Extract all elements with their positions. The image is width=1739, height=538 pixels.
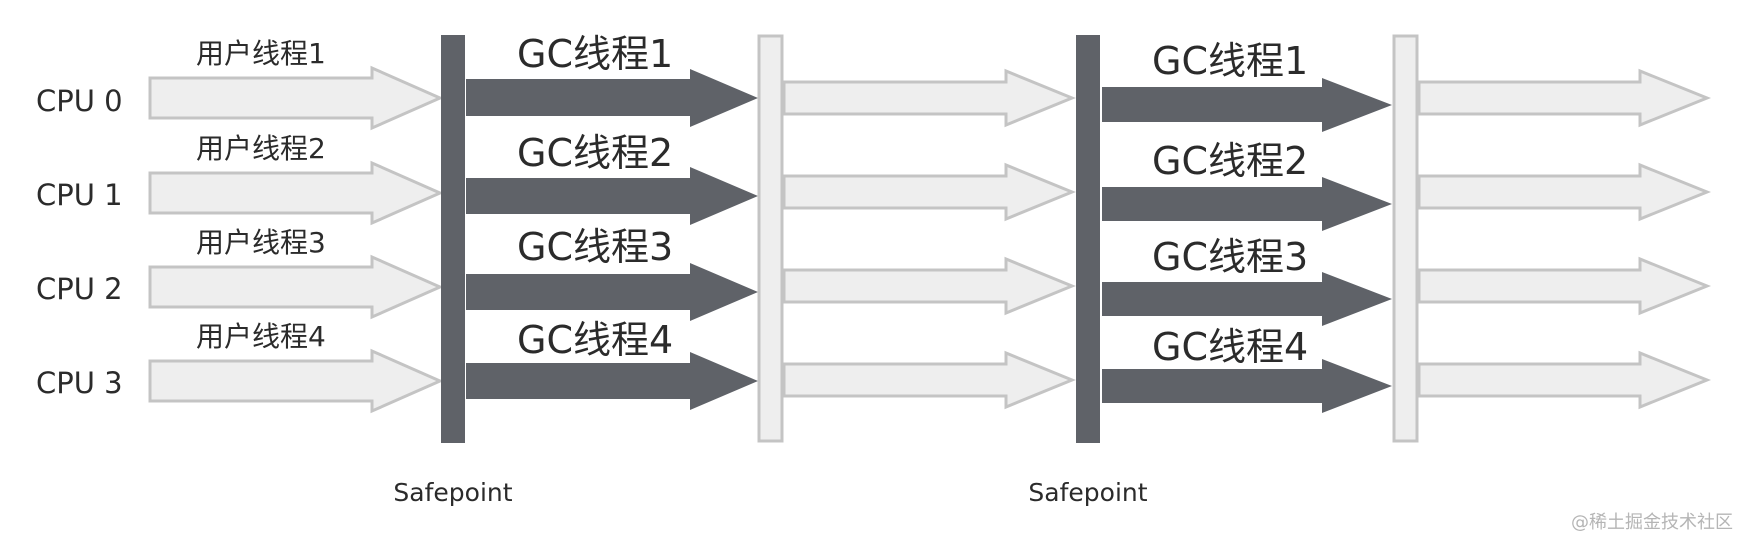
user-thread-arrow: [148, 348, 444, 414]
gc-thread-label: GC线程1: [1152, 39, 1308, 83]
gc-thread-arrow: [1102, 359, 1392, 413]
safepoint-label: Safepoint: [393, 478, 512, 507]
gc-thread-label: GC线程1: [517, 32, 673, 76]
cpu-label: CPU 1: [36, 178, 123, 212]
gc-thread-arrow: [1102, 78, 1392, 132]
gc-thread-label: GC线程2: [517, 131, 673, 175]
user-thread-arrow: [148, 65, 444, 131]
gc-thread-arrow: [466, 69, 758, 127]
safepoint-label: Safepoint: [1028, 478, 1147, 507]
gc-thread-label: GC线程2: [1152, 139, 1308, 183]
user-thread-label: 用户线程2: [196, 132, 326, 165]
resume-bar: [1392, 34, 1419, 443]
user-thread-arrow: [1417, 162, 1712, 222]
cpu-label: CPU 0: [36, 84, 123, 118]
user-thread-arrow: [1417, 256, 1712, 316]
user-thread-arrow: [1417, 68, 1712, 128]
user-thread-arrow: [1417, 350, 1712, 410]
gc-thread-label: GC线程3: [1152, 235, 1308, 279]
user-thread-label: 用户线程3: [196, 226, 326, 259]
user-thread-arrow: [148, 254, 444, 320]
user-thread-arrow: [782, 256, 1076, 316]
gc-thread-arrow: [1102, 177, 1392, 231]
user-thread-label: 用户线程1: [196, 37, 326, 70]
gc-thread-arrow: [1102, 272, 1392, 326]
watermark: @稀土掘金技术社区: [1571, 512, 1733, 533]
gc-thread-arrow: [466, 352, 758, 410]
cpu-label: CPU 3: [36, 366, 123, 400]
gc-thread-arrows: [466, 69, 1392, 413]
gc-thread-labels-1: GC线程1 GC线程2 GC线程3 GC线程4: [517, 32, 673, 362]
gc-thread-arrow: [466, 167, 758, 225]
user-thread-arrow: [148, 160, 444, 226]
user-thread-label: 用户线程4: [196, 320, 326, 353]
user-thread-arrow: [782, 162, 1076, 222]
gc-thread-labels-2: GC线程1 GC线程2 GC线程3 GC线程4: [1152, 39, 1308, 369]
gc-thread-label: GC线程4: [1152, 325, 1308, 369]
resume-bar: [757, 34, 784, 443]
cpu-labels: CPU 0 CPU 1 CPU 2 CPU 3: [36, 84, 123, 400]
gc-thread-label: GC线程4: [517, 318, 673, 362]
user-thread-arrow: [782, 350, 1076, 410]
gc-thread-arrow: [466, 263, 758, 321]
safepoint-bar: [441, 35, 465, 443]
gc-thread-label: GC线程3: [517, 225, 673, 269]
cpu-label: CPU 2: [36, 272, 123, 306]
user-thread-arrows: [148, 65, 1712, 414]
user-thread-labels: 用户线程1 用户线程2 用户线程3 用户线程4: [196, 37, 326, 353]
user-thread-arrow: [782, 68, 1076, 128]
safepoint-bar: [1076, 35, 1100, 443]
